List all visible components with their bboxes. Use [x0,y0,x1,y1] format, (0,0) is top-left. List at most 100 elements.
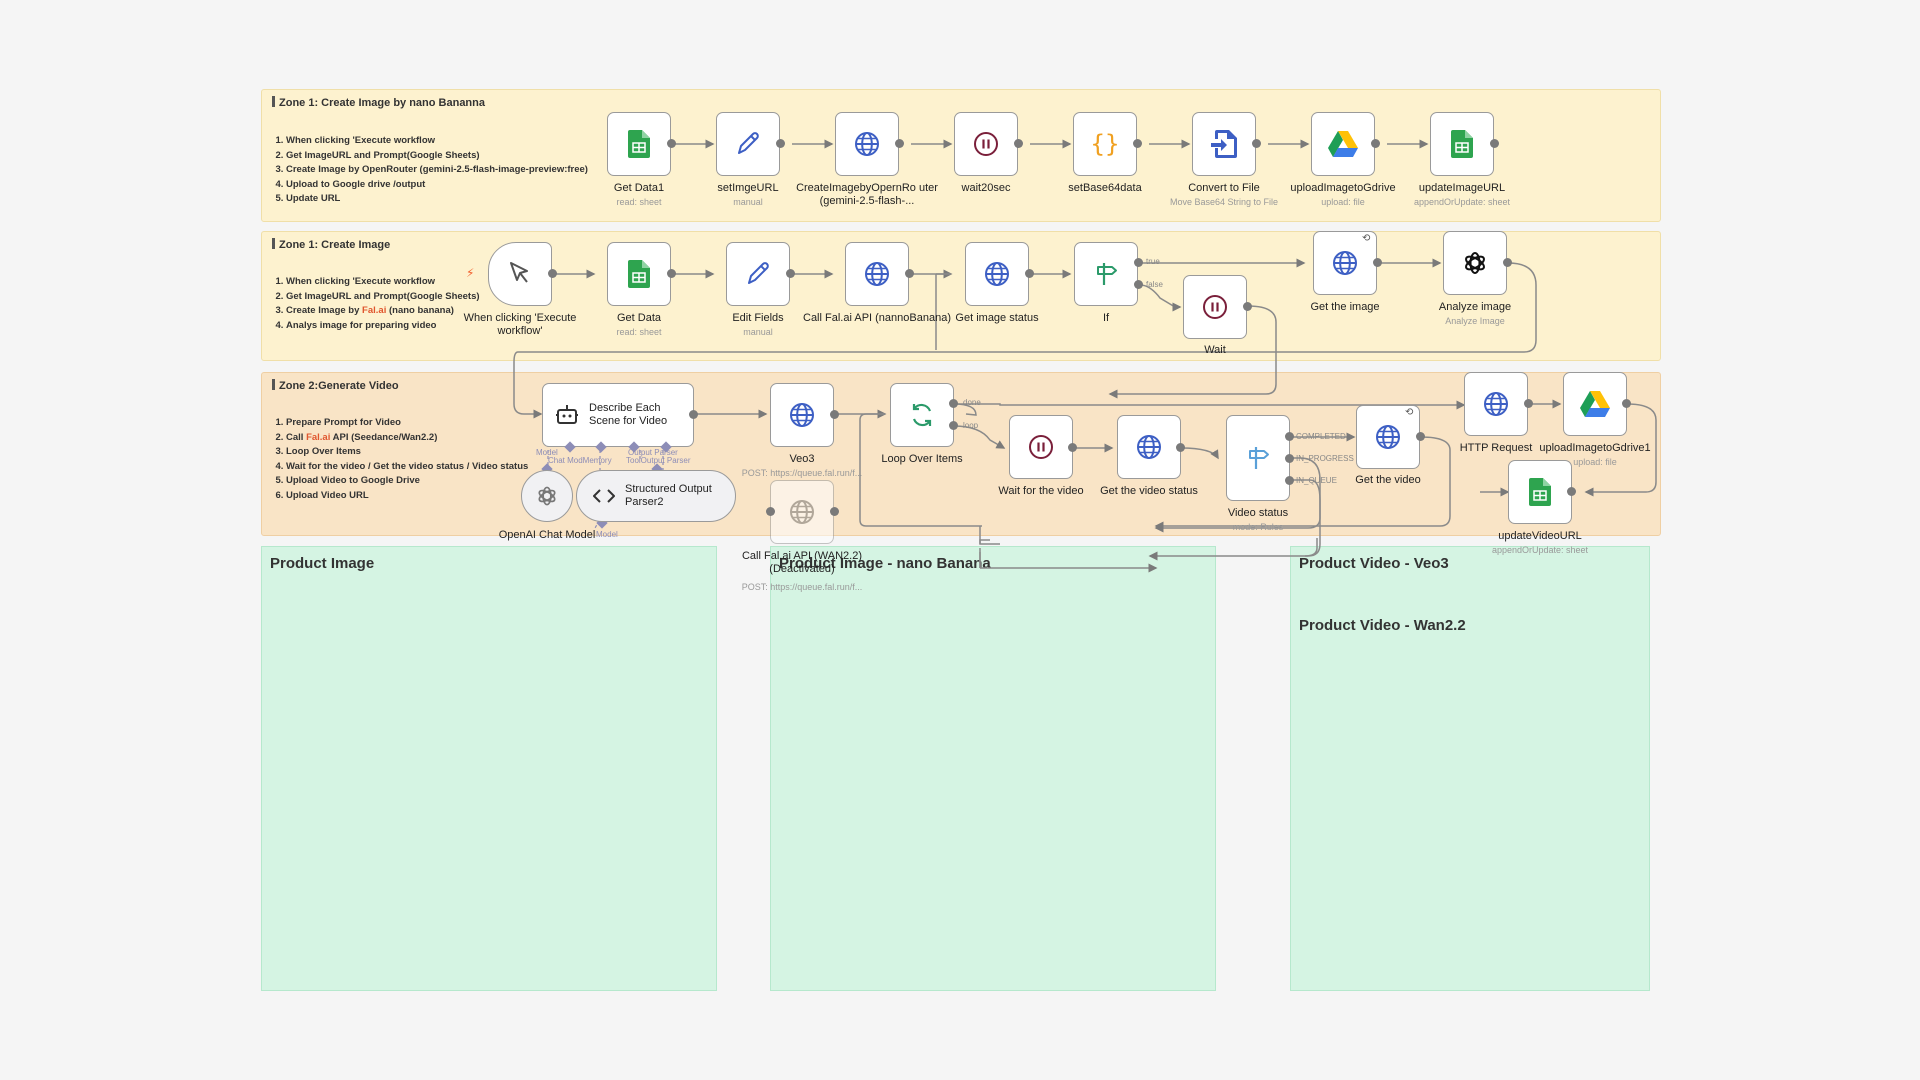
output-port-false[interactable] [1134,280,1143,289]
node-manual-trigger[interactable] [488,242,552,306]
node-edit-fields[interactable] [726,242,790,306]
sheets-icon [1529,478,1551,506]
pencil-icon [744,260,772,288]
output-port[interactable] [667,269,676,278]
node-sub: read: sheet [616,327,662,337]
output-port[interactable] [1503,258,1512,267]
zone-step: Create Image by Fal.ai (nano banana) [286,304,480,319]
output-port[interactable] [548,269,557,278]
node-get-data1[interactable] [607,112,671,176]
output-port[interactable] [776,139,785,148]
output-port-done[interactable] [949,399,958,408]
output-port[interactable] [1133,139,1142,148]
output-port[interactable] [1068,443,1077,452]
sub-port-label: ToolOutput Parser [626,456,691,465]
node-upload-gdrive-1[interactable] [1311,112,1375,176]
node-structured-output-parser[interactable]: Structured Output Parser2 [576,470,736,522]
zone-step: Call Fal.ai API (Seedance/Wan2.2) [286,431,528,446]
output-port-in-queue[interactable] [1285,476,1294,485]
node-update-image-url[interactable] [1430,112,1494,176]
output-port[interactable] [1490,139,1499,148]
node-convert-to-file[interactable] [1192,112,1256,176]
output-port[interactable] [689,410,698,419]
node-get-data[interactable] [607,242,671,306]
node-sub: mode: Rules [1232,522,1284,532]
globe-icon [788,401,816,429]
zone-step: Wait for the video / Get the video statu… [286,460,528,475]
output-port[interactable] [1567,487,1576,496]
output-port[interactable] [1014,139,1023,148]
node-wait-for-video[interactable] [1009,415,1073,479]
node-video-status[interactable] [1226,415,1290,501]
node-label: Call Fal.ai API (WAN2.2) (Deactivated) [741,550,862,575]
node-label: Get image status [955,312,1039,324]
node-loop-over-items[interactable] [890,383,954,447]
globe-icon [853,130,881,158]
globe-icon [1374,423,1402,451]
node-sub: manual [733,197,763,207]
node-veo3[interactable] [770,383,834,447]
sticky-product-image[interactable]: Product Image [261,546,717,991]
sticky-product-video[interactable]: Product Video - Veo3 Product Video - Wan… [1290,546,1650,991]
node-call-falai-nano[interactable] [845,242,909,306]
output-port-loop[interactable] [949,421,958,430]
node-call-falai-wan[interactable] [770,480,834,544]
output-port[interactable] [1622,399,1631,408]
node-set-base64[interactable]: {} [1073,112,1137,176]
output-port[interactable] [895,139,904,148]
output-port[interactable] [1371,139,1380,148]
node-analyze-image[interactable] [1443,231,1507,295]
refresh-icon: ⟲ [1405,407,1414,418]
output-port[interactable] [1025,269,1034,278]
output-port[interactable] [1416,432,1425,441]
node-label: wait20sec [961,182,1011,194]
zone-title: Zone 1: Create Image [272,238,390,251]
output-port[interactable] [1252,139,1261,148]
node-get-image-status[interactable] [965,242,1029,306]
node-create-image-openrouter[interactable] [835,112,899,176]
node-label: Get Data [616,312,662,324]
output-port[interactable] [1373,258,1382,267]
output-port[interactable] [830,410,839,419]
output-port[interactable] [905,269,914,278]
output-port-true[interactable] [1134,258,1143,267]
trigger-bolt-icon: ⚡ [466,266,475,280]
node-if[interactable] [1074,242,1138,306]
node-label: Convert to File [1188,182,1260,194]
zone-steps: When clicking 'Execute workflowGet Image… [274,134,588,207]
zone-title: Zone 1: Create Image by nano Bananna [272,96,485,109]
branch-label-true: true [1146,257,1160,266]
output-port[interactable] [830,507,839,516]
output-port[interactable] [1243,302,1252,311]
output-port-in-progress[interactable] [1285,454,1294,463]
node-label: uploadImagetoGdrive1 [1539,442,1651,454]
sticky-product-image-nano-banana[interactable]: Product Image - nano Banana [770,546,1216,991]
output-port[interactable] [1524,399,1533,408]
branch-label-in-progress: IN_PROGRESS [1296,454,1354,463]
node-wait[interactable] [1183,275,1247,339]
google-drive-icon [1580,391,1610,417]
globe-icon [983,260,1011,288]
node-http-request[interactable] [1464,372,1528,436]
node-describe-scene[interactable]: Describe Each Scene for Video [542,383,694,447]
sheets-icon [628,130,650,158]
cursor-icon [508,261,532,287]
node-openai-chat-model[interactable] [521,470,573,522]
output-port-completed[interactable] [1285,432,1294,441]
output-port[interactable] [667,139,676,148]
node-sub: read: sheet [616,197,662,207]
globe-icon [863,260,891,288]
globe-icon [788,498,816,526]
node-set-image-url[interactable] [716,112,780,176]
node-get-video-status[interactable] [1117,415,1181,479]
output-port[interactable] [1176,443,1185,452]
node-update-video-url[interactable] [1508,460,1572,524]
zone-step: Get ImageURL and Prompt(Google Sheets) [286,149,588,164]
input-port[interactable] [766,507,775,516]
node-upload-gdrive-2[interactable] [1563,372,1627,436]
zone-steps: When clicking 'Execute workflowGet Image… [274,275,480,333]
node-wait20sec[interactable] [954,112,1018,176]
globe-icon [1331,249,1359,277]
output-port[interactable] [786,269,795,278]
